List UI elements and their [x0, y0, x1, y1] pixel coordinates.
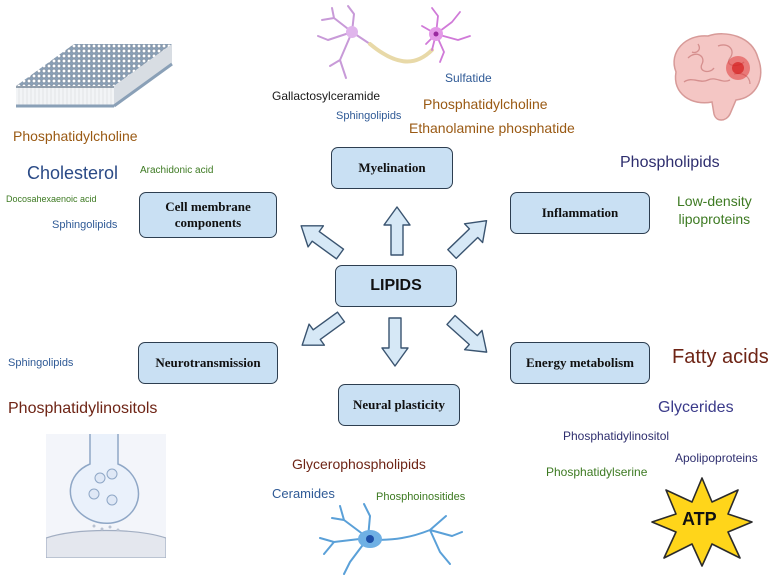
membrane-sphingolipids-label: Sphingolipids	[52, 219, 118, 231]
myelination-phosphatidylcholine-label: Phosphatidylcholine	[423, 96, 548, 112]
neurotransmission-node[interactable]: Neurotransmission	[138, 342, 278, 384]
atp-label: ATP	[682, 509, 717, 529]
neurotransmission-sphingolipids-label: Sphingolipids	[8, 357, 74, 369]
arrow-to-inflammation	[442, 210, 497, 265]
brain-icon	[673, 33, 762, 121]
myelination-ethanolamine-phosphatide-label: Ethanolamine phosphatide	[409, 120, 575, 136]
plasticity-glycerophospholipids-label: Glycerophospholipids	[292, 456, 426, 472]
energy-glycerides-label: Glycerides	[658, 399, 734, 416]
membrane-phosphatidylcholine-label: Phosphatidylcholine	[13, 128, 138, 144]
plasticity-ceramides-label: Ceramides	[272, 486, 335, 501]
atp-burst-icon	[651, 477, 753, 567]
inflammation-node[interactable]: Inflammation	[510, 192, 650, 234]
cell-membrane-node[interactable]: Cell membrane components	[139, 192, 277, 238]
energy-phosphatidylinositol-label: Phosphatidylinositol	[563, 429, 670, 443]
synapse-icon	[46, 434, 166, 558]
membrane-cholesterol-label: Cholesterol	[27, 163, 119, 183]
arrow-to-neural-plasticity	[381, 317, 409, 367]
membrane-bilayer-icon	[16, 44, 173, 108]
membrane-docosahexaenoic-acid-label: Docosahexaenoic acid	[6, 194, 97, 204]
energy-phosphatidylserine-label: Phosphatidylserine	[546, 465, 648, 479]
neurotransmission-phosphatidylinositols-label: Phosphatidylinositols	[8, 400, 158, 417]
myelination-sulfatide-label: Sulfatide	[445, 71, 492, 85]
energy-metabolism-node[interactable]: Energy metabolism	[510, 342, 650, 384]
myelination-galactosylceramide-label: Gallactosylceramide	[272, 89, 381, 103]
lipids-node[interactable]: LIPIDS	[335, 265, 457, 307]
neuron-icon	[319, 503, 463, 575]
oligodendrocyte-neuron-icon	[317, 5, 471, 79]
arrow-to-neurotransmission	[293, 305, 350, 357]
arrow-to-myelination	[383, 206, 411, 256]
energy-fatty-acids-label: Fatty acids	[672, 346, 769, 368]
neural-plasticity-node[interactable]: Neural plasticity	[338, 384, 460, 426]
membrane-arachidonic-acid-label: Arachidonic acid	[140, 165, 214, 176]
inflammation-ldl-label: Low-density lipoproteins	[677, 193, 752, 228]
inflammation-phospholipids-label: Phospholipids	[620, 154, 720, 171]
energy-apolipoproteins-label: Apolipoproteins	[675, 451, 758, 465]
arrow-to-energy-metabolism	[441, 309, 497, 363]
arrow-to-cell-membrane	[292, 214, 349, 266]
myelination-node[interactable]: Myelination	[331, 147, 453, 189]
plasticity-phosphoinositides-label: Phosphoinositides	[376, 491, 466, 503]
myelination-sphingolipids-label: Sphingolipids	[336, 110, 402, 122]
